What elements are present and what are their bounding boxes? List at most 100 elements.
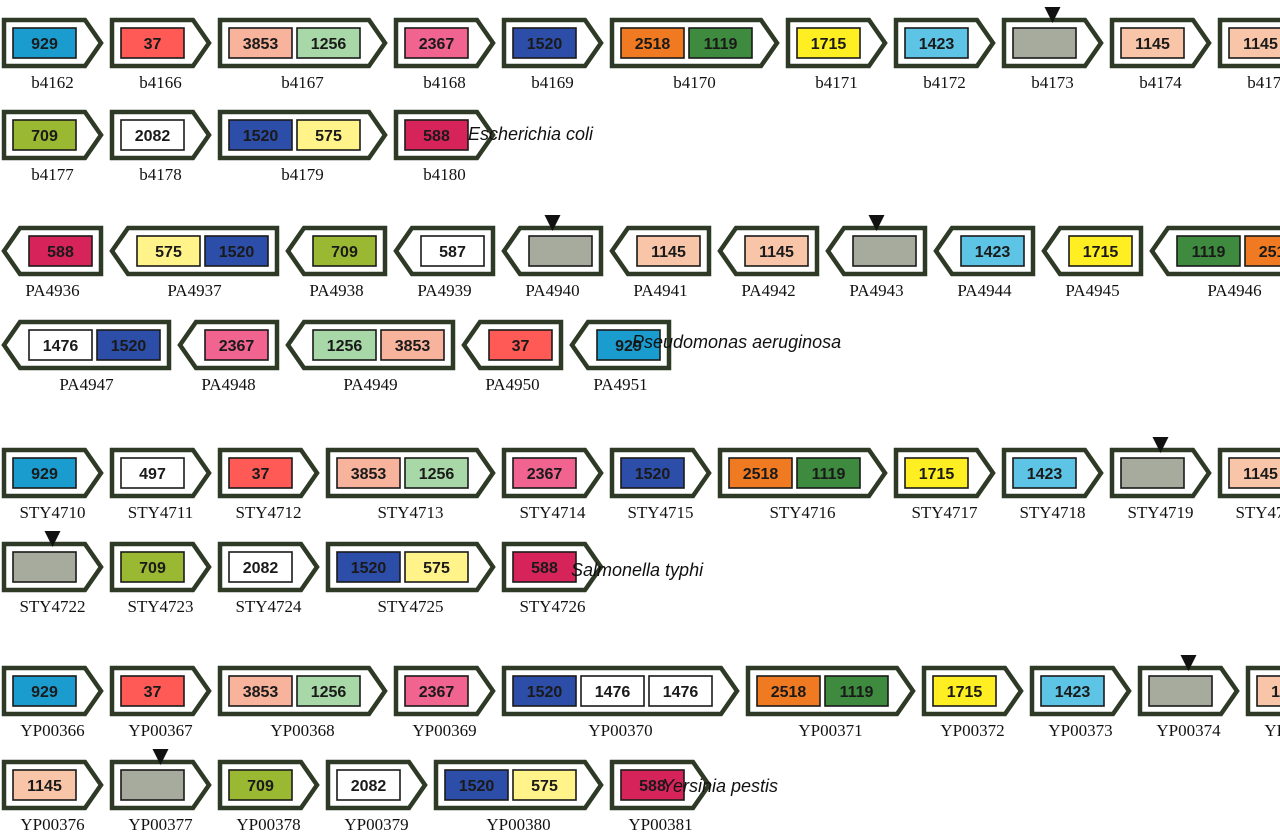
domain-label: 709 <box>31 128 58 145</box>
gene-arrow: 1145b4175 <box>1217 17 1280 92</box>
gene-locus-label: b4175 <box>1247 73 1280 92</box>
gene-locus-label: b4174 <box>1139 73 1182 92</box>
domain-label: 2367 <box>219 338 255 355</box>
domain-label: 1423 <box>919 36 955 53</box>
domain-label: 37 <box>512 338 530 355</box>
domain-box <box>296 27 361 59</box>
domain-label: 1476 <box>663 684 699 701</box>
domain-label: 2518 <box>771 684 807 701</box>
domain-box <box>512 27 577 59</box>
domain-label: 1520 <box>527 36 563 53</box>
gene-arrow: STY4722 <box>1 531 104 616</box>
gene-locus-label: YP00369 <box>412 721 476 740</box>
domain-label: 1119 <box>840 684 874 701</box>
gene-locus-label: YP00381 <box>628 815 692 834</box>
domain-label: 1520 <box>243 128 279 145</box>
domain-label: 1119 <box>812 466 846 483</box>
gene-locus-label: PA4946 <box>1207 281 1261 300</box>
gene-arrow: YP00377 <box>109 749 212 834</box>
gene-locus-label: YP00378 <box>236 815 300 834</box>
domain-box <box>120 551 185 583</box>
domain-label: 2367 <box>527 466 563 483</box>
domain-label: 1520 <box>527 684 563 701</box>
domain-label: 2518 <box>635 36 671 53</box>
domain-box <box>1120 27 1185 59</box>
domain-box <box>728 457 793 489</box>
domain-label: 588 <box>639 778 666 795</box>
domain-box <box>1012 27 1077 59</box>
gene-locus-label: PA4948 <box>201 375 255 394</box>
domain-box <box>12 119 77 151</box>
gene-locus-label: STY4725 <box>377 597 443 616</box>
gene-arrow: 1145 b4174 <box>1109 17 1212 92</box>
domain-box <box>1148 675 1213 707</box>
domain-label: 1145 <box>1135 36 1170 53</box>
gene-locus-label: b4179 <box>281 165 324 184</box>
gene-locus-label: b4168 <box>423 73 466 92</box>
domain-box <box>136 235 201 267</box>
domain-label: 3853 <box>243 36 279 53</box>
domain-box <box>228 769 293 801</box>
domain-label: 587 <box>439 244 466 261</box>
organism-name: Escherichia coli <box>468 124 594 144</box>
domain-label: 497 <box>139 466 166 483</box>
gene-locus-label: PA4951 <box>593 375 647 394</box>
domain-label: 929 <box>615 338 642 355</box>
domain-box <box>404 457 469 489</box>
domain-box <box>744 235 809 267</box>
domain-box <box>904 27 969 59</box>
domain-label: 575 <box>423 560 450 577</box>
domain-box <box>204 329 269 361</box>
domain-box <box>12 457 77 489</box>
domain-label: 2082 <box>243 560 279 577</box>
domain-box <box>336 769 401 801</box>
domain-box <box>1244 235 1280 267</box>
domain-box <box>228 675 293 707</box>
gene-locus-label: STY4720 <box>1235 503 1280 522</box>
domain-box <box>336 551 401 583</box>
domain-label: 588 <box>531 560 558 577</box>
domain-label: 1476 <box>595 684 631 701</box>
gene-locus-label: b4172 <box>923 73 966 92</box>
gene-locus-label: STY4724 <box>235 597 302 616</box>
domain-box <box>620 457 685 489</box>
domain-box <box>228 119 293 151</box>
gene-locus-label: YP00375 <box>1264 721 1280 740</box>
gene-locus-label: b4162 <box>31 73 74 92</box>
insertion-marker-icon <box>1152 437 1169 453</box>
insertion-marker-icon <box>44 531 61 547</box>
insertion-marker-icon <box>1180 655 1197 671</box>
domain-box <box>620 769 685 801</box>
domain-box <box>904 457 969 489</box>
gene-arrow: 1145STY4720 <box>1217 447 1280 522</box>
gene-locus-label: b4173 <box>1031 73 1074 92</box>
domain-box <box>120 27 185 59</box>
domain-label: 1119 <box>704 36 738 53</box>
domain-box <box>96 329 161 361</box>
domain-box <box>796 457 861 489</box>
